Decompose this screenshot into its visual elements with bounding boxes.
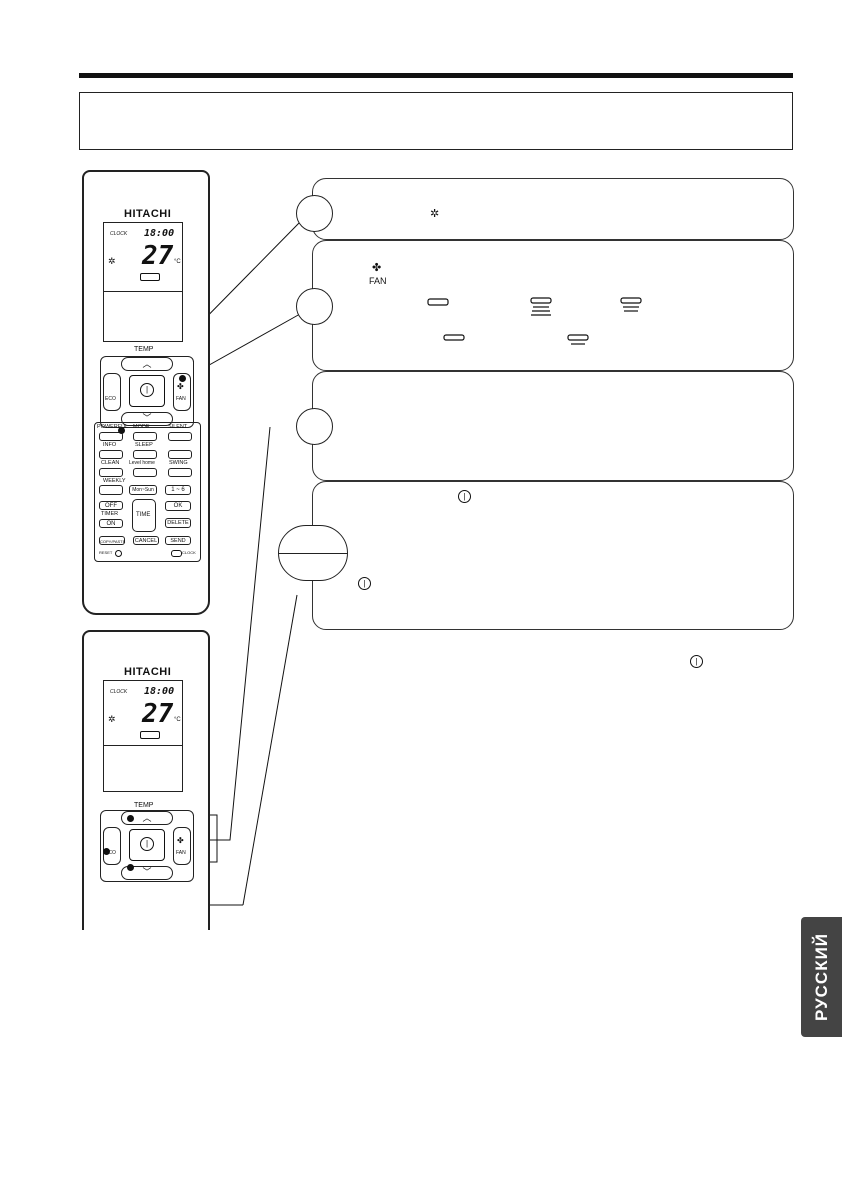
dpad: ︿ ﹀ ECO ✤ FAN | bbox=[100, 810, 194, 882]
fan-button[interactable]: ✤ FAN bbox=[173, 827, 191, 865]
lcd-airflow-icon bbox=[140, 273, 160, 281]
lcd-divider bbox=[104, 291, 182, 292]
power-button[interactable]: | bbox=[129, 829, 165, 861]
ok-button[interactable]: OK bbox=[165, 501, 191, 511]
power-marker bbox=[103, 848, 110, 855]
airflow-sequence bbox=[427, 297, 642, 345]
off-timer-button[interactable]: OFF bbox=[99, 501, 123, 510]
lcd-clock-label: CLOCK bbox=[110, 689, 128, 695]
lcd-clock-label: CLOCK bbox=[110, 231, 128, 237]
temp-up-marker bbox=[127, 815, 134, 822]
power-icon: | bbox=[458, 490, 471, 503]
power-icon: | bbox=[690, 655, 703, 668]
remote-lcd: CLOCK 18:00 ✲ 27 °C bbox=[103, 680, 183, 792]
airflow-auto-icon bbox=[427, 298, 449, 306]
airflow-medium-icon bbox=[620, 297, 642, 304]
step-circle-2 bbox=[296, 288, 333, 325]
sun-snowflake-icon: ✲ bbox=[430, 208, 440, 220]
instruction-panel-3 bbox=[312, 371, 794, 481]
weekly-button[interactable] bbox=[99, 485, 123, 495]
mode-button-marker bbox=[118, 427, 125, 434]
cancel-button[interactable]: CANCEL bbox=[133, 536, 159, 545]
temp-down-marker bbox=[127, 864, 134, 871]
send-button[interactable]: SEND bbox=[165, 536, 191, 545]
dpad: ︿ ﹀ ECO ✤ FAN | bbox=[100, 356, 194, 428]
power-icon: | bbox=[358, 577, 371, 590]
step-circle-4 bbox=[278, 525, 348, 581]
info-button[interactable] bbox=[99, 450, 123, 459]
lcd-divider bbox=[104, 745, 182, 746]
eco-button[interactable]: ECO bbox=[103, 373, 121, 411]
fan-label: FAN bbox=[369, 276, 387, 286]
fan-icon: ✤ bbox=[372, 262, 382, 274]
on-timer-button[interactable]: ON bbox=[99, 519, 123, 528]
lcd-clock-time: 18:00 bbox=[144, 228, 175, 239]
fan-icon: ✤ bbox=[177, 382, 184, 391]
clock-button[interactable] bbox=[171, 550, 182, 557]
mode-button[interactable] bbox=[133, 432, 157, 441]
button-panel: POWERFUL MODE SILENT INFO SLEEP CLEAN Le… bbox=[94, 422, 201, 562]
eco-button[interactable]: ECO bbox=[103, 827, 121, 865]
instruction-panel-4: | | bbox=[312, 481, 794, 630]
powerful-button[interactable] bbox=[99, 432, 123, 441]
temp-down-button[interactable]: ﹀ bbox=[121, 412, 173, 426]
levelhome-button[interactable] bbox=[133, 468, 157, 477]
top-rule bbox=[79, 73, 793, 78]
remote-control-1: HITACHI CLOCK 18:00 ✲ 27 °C TEMP ︿ ﹀ ECO… bbox=[82, 170, 210, 615]
fan-button[interactable]: ✤ FAN bbox=[173, 373, 191, 411]
copy-paste-button[interactable]: COPY/PASTE bbox=[99, 536, 125, 545]
remote-brand: HITACHI bbox=[124, 208, 172, 220]
title-box bbox=[79, 92, 793, 150]
delete-button[interactable]: DELETE bbox=[165, 518, 191, 528]
language-tab: РУССКИЙ bbox=[801, 917, 842, 1037]
remote-brand: HITACHI bbox=[124, 666, 172, 678]
instruction-panel-1: ✲ bbox=[312, 178, 794, 240]
lcd-temp-unit: °C bbox=[174, 717, 181, 723]
silent-button[interactable] bbox=[168, 432, 192, 441]
lcd-airflow-icon bbox=[140, 731, 160, 739]
time-rocker[interactable]: TIME bbox=[132, 499, 156, 532]
fan-button-marker bbox=[179, 375, 186, 382]
airflow-low-icon bbox=[567, 334, 589, 341]
fan-icon: ✤ bbox=[177, 836, 184, 845]
power-button[interactable]: | bbox=[129, 375, 165, 407]
lcd-temperature: 27 bbox=[142, 241, 174, 271]
one-six-button[interactable]: 1 ~ 6 bbox=[165, 485, 191, 495]
clean-button[interactable] bbox=[99, 468, 123, 477]
temp-down-button[interactable]: ﹀ bbox=[121, 866, 173, 880]
power-icon: | bbox=[140, 837, 154, 851]
lcd-clock-time: 18:00 bbox=[144, 686, 175, 697]
sleep-button[interactable] bbox=[133, 450, 157, 459]
step-divider bbox=[279, 553, 347, 554]
power-icon: | bbox=[140, 383, 154, 397]
remote-lcd: CLOCK 18:00 ✲ 27 °C bbox=[103, 222, 183, 342]
remote-control-2: HITACHI CLOCK 18:00 ✲ 27 °C TEMP ︿ ﹀ ECO… bbox=[82, 630, 210, 930]
sun-snowflake-icon: ✲ bbox=[108, 714, 116, 724]
lcd-temp-unit: °C bbox=[174, 259, 181, 265]
reset-button[interactable] bbox=[115, 550, 122, 557]
swing-horizontal-button[interactable] bbox=[168, 468, 192, 477]
airflow-high-icon bbox=[530, 297, 552, 304]
swing-vertical-button[interactable] bbox=[168, 450, 192, 459]
mon-sun-button[interactable]: Mon~Sun bbox=[129, 485, 157, 495]
sun-snowflake-icon: ✲ bbox=[108, 256, 116, 266]
instruction-panel-2: ✤ FAN bbox=[312, 240, 794, 371]
step-circle-1 bbox=[296, 195, 333, 232]
temp-up-button[interactable]: ︿ bbox=[121, 357, 173, 371]
airflow-silent-icon bbox=[443, 334, 465, 341]
temp-up-button[interactable]: ︿ bbox=[121, 811, 173, 825]
step-circle-3 bbox=[296, 408, 333, 445]
temp-label: TEMP bbox=[134, 802, 154, 809]
lcd-temperature: 27 bbox=[142, 699, 174, 729]
temp-label: TEMP bbox=[134, 346, 154, 353]
